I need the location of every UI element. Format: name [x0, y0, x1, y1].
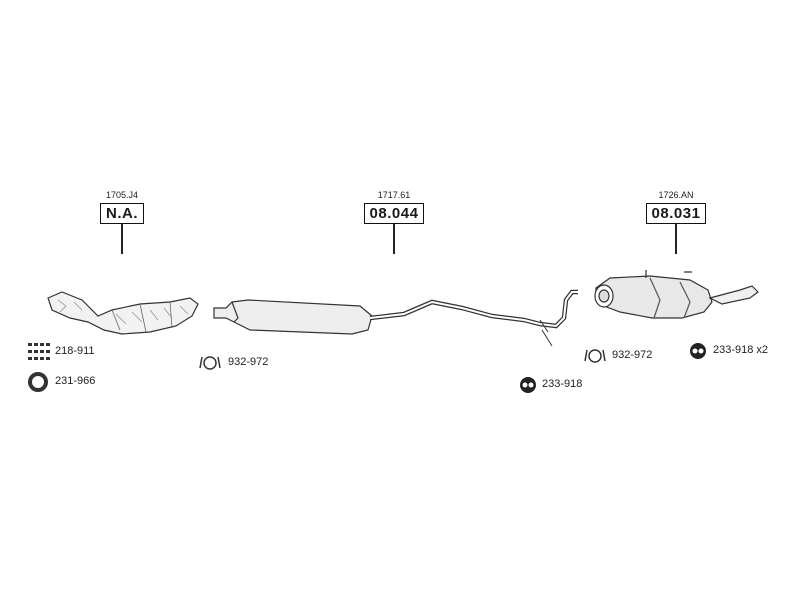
rear-muffler — [594, 270, 759, 319]
part-label-clamp-2: 932-972 — [612, 349, 653, 361]
clamp-icon-2 — [584, 349, 606, 363]
callout-rear: 1726.AN 08.031 — [640, 190, 712, 254]
callout-code: 08.031 — [645, 203, 707, 224]
part-label-clamp-1: 932-972 — [228, 356, 269, 368]
part-label-bolts: 218-911 — [55, 345, 95, 357]
part-label-mount-1: 233-918 — [542, 378, 583, 390]
leader-line — [675, 224, 677, 254]
clamp-icon-1 — [199, 356, 221, 370]
callout-code: 08.044 — [363, 203, 425, 224]
callout-ref: 1705.J4 — [105, 190, 139, 200]
callout-code: N.A. — [100, 203, 144, 224]
leader-line — [393, 224, 395, 254]
part-label-mount-2: 233-918 x2 — [713, 344, 769, 356]
callout-catalytic: 1705.J4 N.A. — [92, 190, 152, 254]
leader-line — [121, 224, 123, 254]
gasket-ring-icon — [28, 372, 48, 392]
callout-ref: 1717.61 — [377, 190, 411, 200]
callout-center: 1717.61 08.044 — [358, 190, 430, 254]
rubber-mount-icon-2 — [690, 343, 706, 359]
part-label-gasket: 231-966 — [55, 375, 96, 387]
center-muffler-pipe — [213, 289, 578, 347]
bolt-set-icon — [28, 343, 50, 360]
catalytic-converter — [47, 291, 199, 335]
rubber-mount-icon-1 — [520, 377, 536, 393]
callout-ref: 1726.AN — [658, 190, 694, 200]
